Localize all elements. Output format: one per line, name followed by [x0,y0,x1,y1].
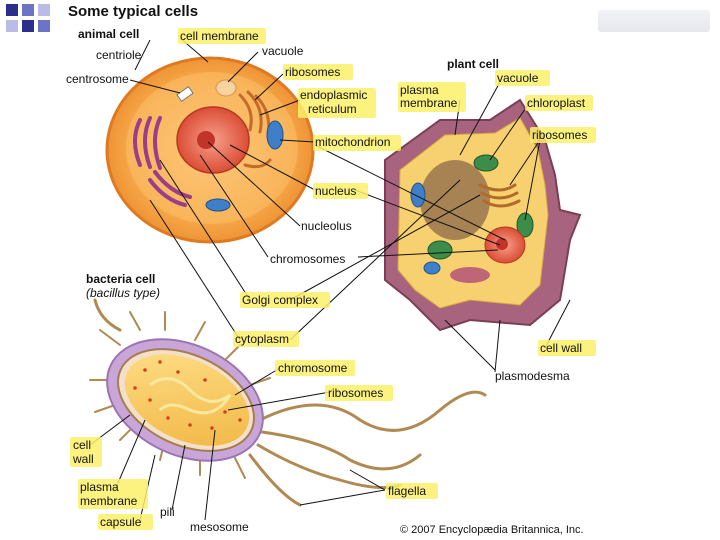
plant-vacuole [420,160,490,240]
plant-nucleolus [496,238,508,250]
corner-decoration [0,0,60,45]
copyright-notice: © 2007 Encyclopædia Britannica, Inc. [400,524,584,536]
label-reticulum: reticulum [308,102,357,116]
highlight [495,70,550,86]
bacteria-cell-subheading: (bacillus type) [86,286,161,300]
blue-square-icon [38,4,50,16]
label-chromosomes: chromosomes [270,252,346,266]
label-endoplasmic: endoplasmic [300,88,368,102]
animal-centriole [176,86,194,102]
label-cell: cell [73,438,92,452]
animal-vacuole [215,79,237,97]
bacteria-cell-heading: bacteria cell [86,272,156,286]
bacteria-body [124,354,250,446]
plant-golgi [478,183,521,208]
label-ribosomes-bact: ribosomes [328,386,384,400]
label-cell-wall-plant: cell wall [540,341,583,355]
label-plasma: plasma [400,83,439,97]
animal-mitochondrion-2 [205,198,231,212]
label-vacuole-plant: vacuole [497,71,539,85]
highlight [325,385,393,401]
blue-square-icon [6,4,18,16]
plant-chloroplast-3 [516,212,534,238]
highlight [386,483,438,499]
highlight [398,82,466,112]
header-bar [598,10,710,32]
highlight [70,437,102,467]
animal-cell [105,56,315,244]
bacteria-flagella [93,298,487,507]
highlight [538,340,596,356]
label-cell-membrane: cell membrane [180,29,259,43]
highlight [298,88,376,118]
highlight [313,135,401,151]
animal-mitochondrion [266,120,284,150]
label-capsule: capsule [100,515,142,529]
highlight [313,183,368,199]
highlight [275,360,355,376]
plant-mitochondrion [410,182,426,208]
highlight [233,331,299,347]
blue-square-icon [22,20,34,32]
label-vacuole-animal: vacuole [262,44,304,58]
animal-cell-heading: animal cell [78,27,140,41]
plant-small-vacuole [450,267,490,283]
bacteria-cell [89,298,487,507]
plant-chloroplast [473,154,499,172]
label-flagella: flagella [388,484,427,498]
bacteria-ribosomes [133,360,242,430]
highlight [98,514,153,530]
animal-golgi [133,116,192,207]
label-chloroplast: chloroplast [527,96,586,110]
label-membrane-bact: membrane [80,494,138,508]
label-cytoplasm: cytoplasm [235,332,290,346]
plant-mitochondrion-2 [423,261,441,275]
label-mesosome: mesosome [190,520,249,534]
highlight [240,292,330,308]
bacteria-chromosome [149,377,232,415]
label-nucleus: nucleus [315,184,357,198]
label-pili: pili [160,505,175,519]
label-mitochondrion: mitochondrion [315,135,391,149]
label-ribosomes-plant: ribosomes [532,128,588,142]
highlight [530,127,596,143]
label-membrane: membrane [400,96,458,110]
label-wall: wall [73,452,94,466]
label-ribosomes-animal: ribosomes [285,65,341,79]
label-plasmodesma: plasmodesma [495,369,570,383]
diagram-title: Some typical cells [68,3,199,20]
label-chromosome-bact: chromosome [278,361,348,375]
blue-square-icon [6,20,18,32]
plant-chloroplast-2 [427,240,453,260]
blue-square-icon [22,4,34,16]
plant-cell-heading: plant cell [447,57,500,71]
highlight [178,28,266,44]
plant-cell [384,98,582,332]
blue-square-icon [38,20,50,32]
highlight [283,64,353,80]
highlight [525,95,593,111]
label-golgi: Golgi complex [242,293,319,307]
label-nucleolus: nucleolus [301,219,352,233]
label-centrosome: centrosome [66,72,129,86]
highlight [78,479,148,509]
label-centriole: centriole [96,48,142,62]
label-plasma-bact: plasma [80,480,119,494]
